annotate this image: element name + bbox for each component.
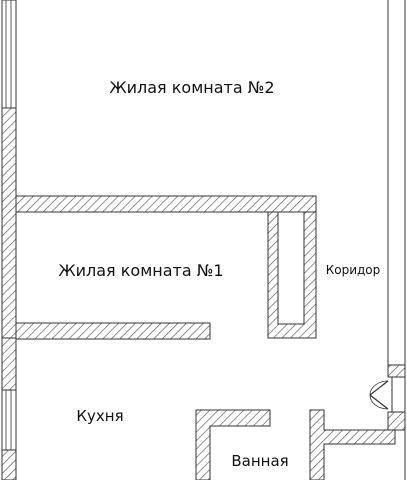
- room-label-kitchen: Кухня: [76, 407, 123, 425]
- door-swing-icon: [369, 380, 389, 410]
- bathroom-wall-left: [195, 409, 271, 480]
- wall-room1-kitchen: [15, 322, 211, 340]
- room-label-living-room-1: Жилая комната №1: [58, 261, 223, 280]
- wall-room2-room1: [15, 195, 317, 213]
- corridor-wall: [267, 211, 317, 339]
- window-top-left: [1, 0, 17, 109]
- room-label-corridor: Коридор: [326, 263, 381, 277]
- window-bottom-left: [1, 389, 17, 451]
- entrance-door-frame: [391, 376, 406, 413]
- outer-right-wall: [387, 0, 406, 480]
- outer-left-wall: [1, 0, 17, 480]
- room-label-bathroom: Ванная: [231, 452, 288, 470]
- bathroom-wall-right: [309, 409, 396, 480]
- room-label-living-room-2: Жилая комната №2: [109, 78, 274, 97]
